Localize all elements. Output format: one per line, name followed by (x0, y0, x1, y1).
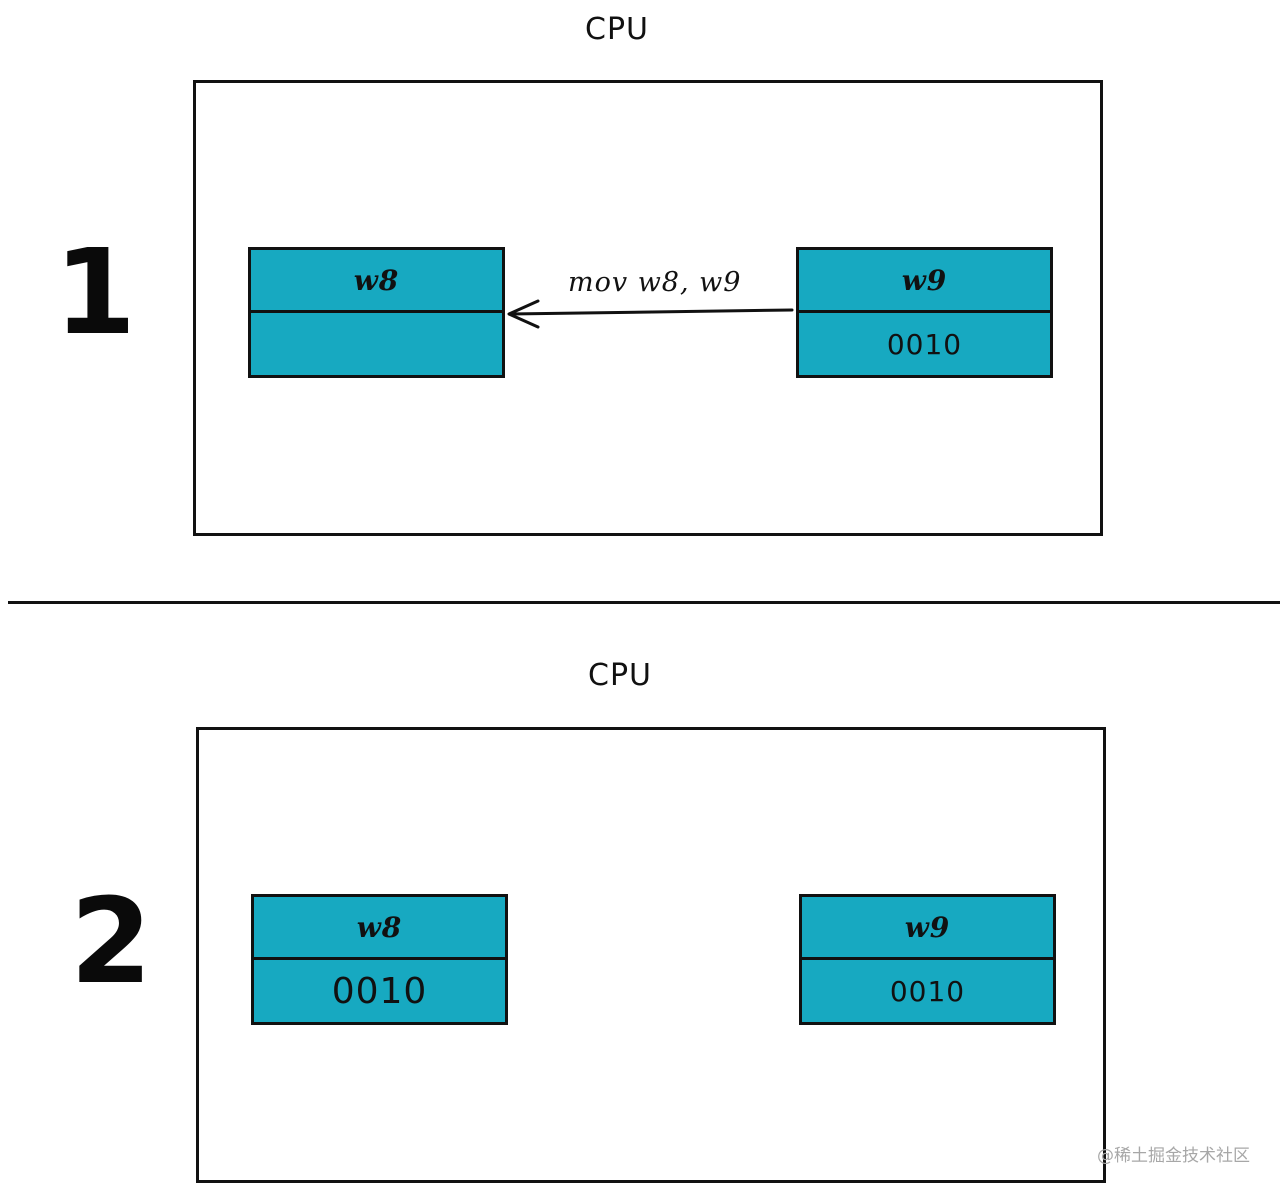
cpu-label-1: CPU (585, 12, 649, 47)
register-value: 0010 (886, 327, 963, 361)
register-w9-step-1: w9 0010 (796, 247, 1053, 378)
register-name: w8 (251, 250, 502, 313)
register-name: w9 (802, 897, 1053, 960)
step-number-1: 1 (54, 223, 137, 361)
register-value: 0010 (331, 970, 428, 1012)
cpu-label-2: CPU (588, 658, 652, 693)
instruction-label: mov w8, w9 (568, 267, 742, 298)
watermark-text: @稀土掘金技术社区 (1097, 1146, 1250, 1166)
register-name: w9 (799, 250, 1050, 313)
register-w9-step-2: w9 0010 (799, 894, 1056, 1025)
register-value: 0010 (889, 974, 966, 1008)
step-number-2: 2 (70, 872, 153, 1010)
panel-divider (8, 601, 1280, 604)
register-name: w8 (254, 897, 505, 960)
register-w8-step-2: w8 0010 (251, 894, 508, 1025)
register-w8-step-1: w8 (248, 247, 505, 378)
move-arrow (507, 299, 794, 329)
register-value (251, 313, 502, 375)
